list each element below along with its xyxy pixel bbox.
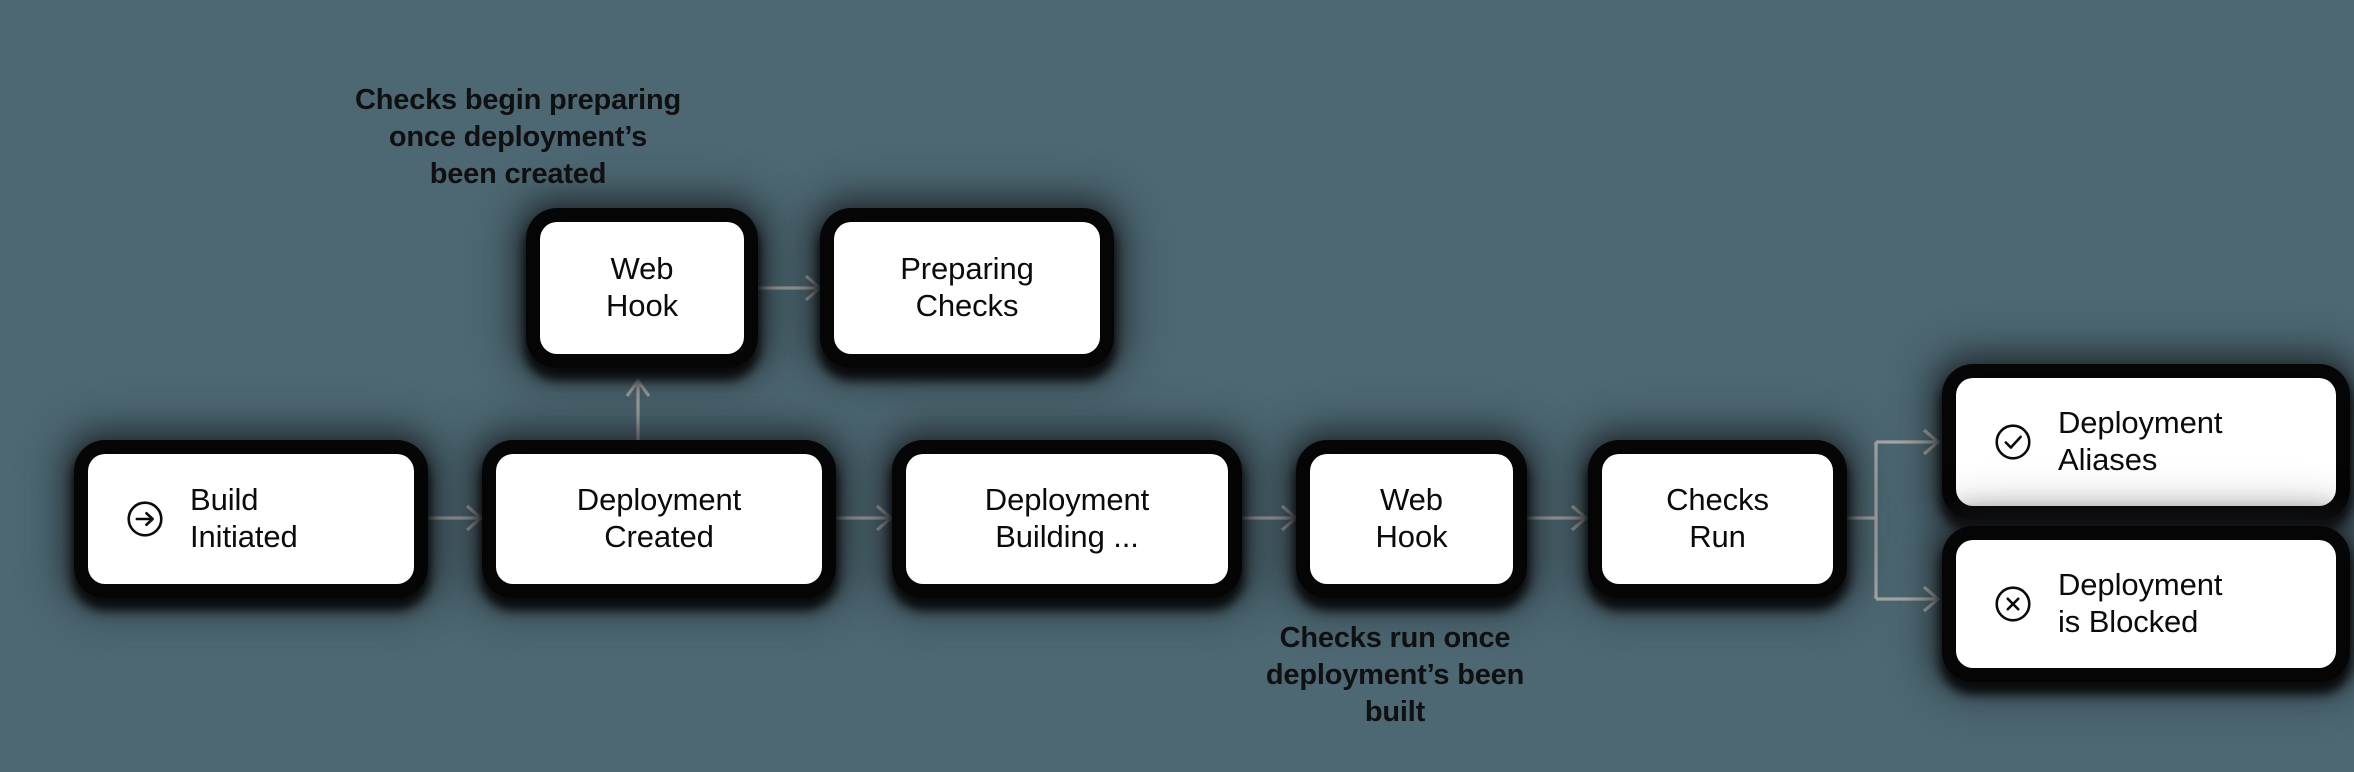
node-deployment-created[interactable]: Deployment Created (496, 454, 822, 584)
node-web-hook-bottom[interactable]: Web Hook (1310, 454, 1513, 584)
node-label: Preparing Checks (900, 251, 1034, 323)
caption-checks-begin-preparing: Checks begin preparing once deployment’s… (355, 84, 681, 191)
connector-webhooktop-to-preparing (744, 274, 823, 302)
connector-building-to-webhook (1228, 504, 1299, 532)
node-checks-run[interactable]: Checks Run (1602, 454, 1833, 584)
connector-created-to-building (823, 504, 894, 532)
node-web-hook-top[interactable]: Web Hook (540, 222, 744, 354)
node-deployment-building[interactable]: Deployment Building ... (906, 454, 1228, 584)
check-circle-icon (1995, 424, 2031, 460)
node-label: Web Hook (1375, 482, 1448, 554)
caption-checks-run-once: Checks run once deployment’s been built (1265, 622, 1525, 729)
node-label: Deployment Building ... (984, 482, 1150, 554)
x-circle-icon (1995, 586, 2031, 622)
connector-build-to-created (413, 504, 484, 532)
connector-webhook-to-checksrun (1513, 504, 1589, 532)
node-build-initiated[interactable]: Build Initiated (88, 454, 414, 584)
connector-created-to-webhook-top (625, 378, 651, 452)
node-label: Deployment is Blocked (2058, 567, 2223, 639)
node-label: Deployment Aliases (2058, 405, 2223, 477)
arrow-right-circle-icon (127, 501, 163, 537)
connector-checksrun-branch (1833, 428, 1941, 613)
node-label: Build Initiated (190, 482, 298, 554)
node-deployment-blocked[interactable]: Deployment is Blocked (1956, 540, 2336, 668)
node-label: Web Hook (606, 251, 678, 323)
node-label: Deployment Created (576, 482, 742, 554)
node-label: Checks Run (1666, 482, 1769, 554)
node-preparing-checks[interactable]: Preparing Checks (834, 222, 1100, 354)
node-deployment-aliases[interactable]: Deployment Aliases (1956, 378, 2336, 506)
